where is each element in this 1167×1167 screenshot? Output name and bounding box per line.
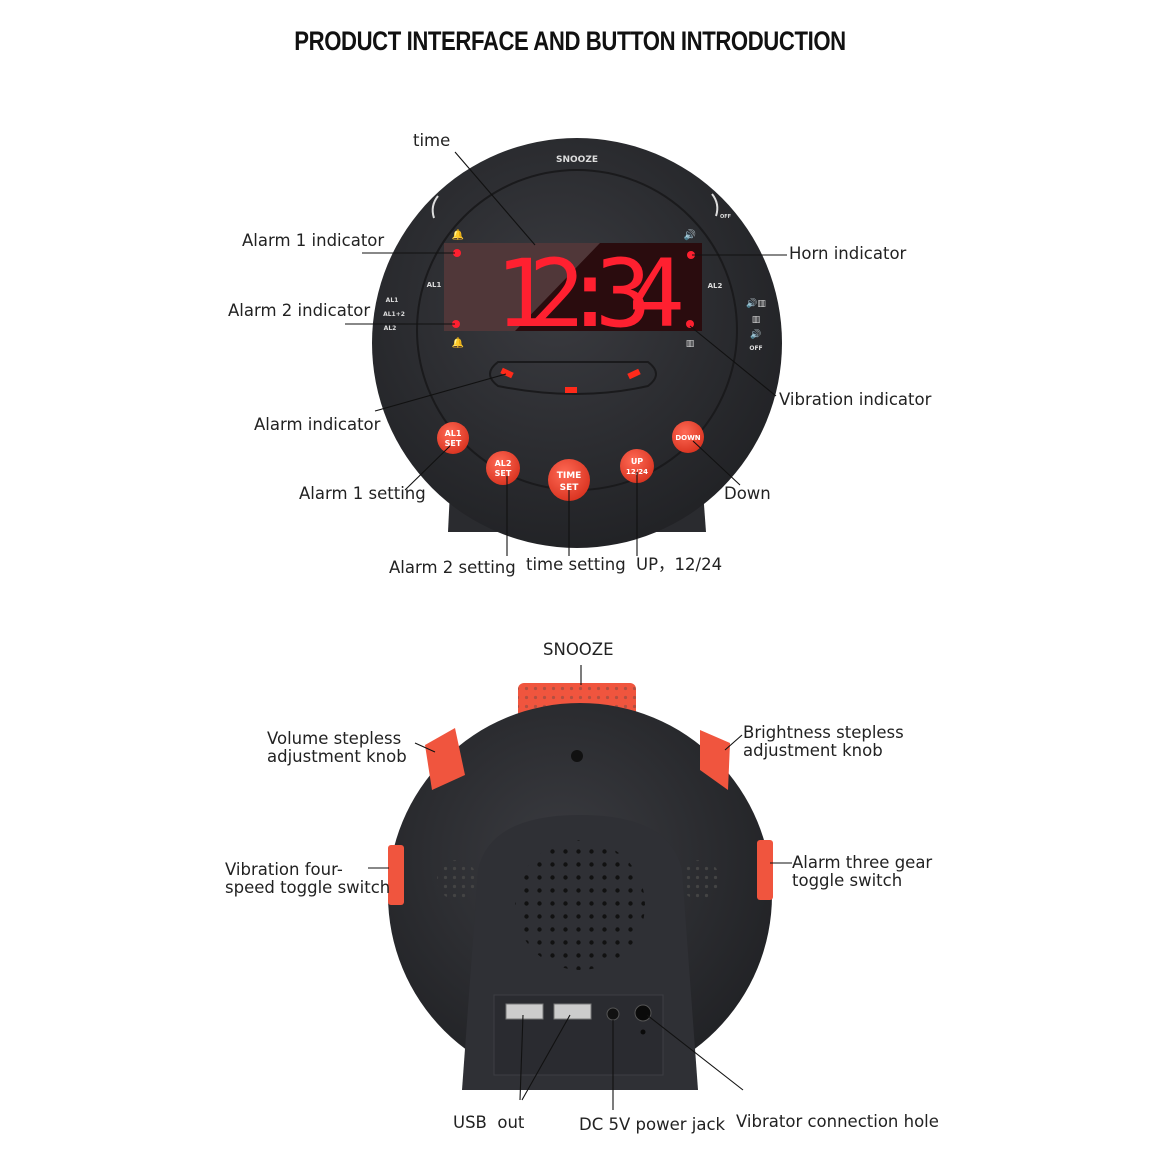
label-horn-indicator: Horn indicator	[789, 244, 907, 263]
alarm1-dot	[453, 249, 461, 257]
label-vibration-2: speed toggle switch	[225, 878, 391, 897]
label-alarm2-setting: Alarm 2 setting	[389, 558, 516, 577]
display-glare	[444, 243, 600, 331]
bell2-icon: 🔔	[452, 337, 464, 349]
svg-text:UP: UP	[631, 457, 643, 466]
label-brightness-1: Brightness stepless	[743, 723, 904, 742]
label-time-setting: time setting	[526, 555, 626, 574]
leader-lines	[345, 151, 792, 1110]
label-alarm-switch-1: Alarm three gear	[792, 853, 933, 872]
label-up-12-24: UP，12/24	[636, 555, 723, 574]
alarm-led-right	[627, 368, 641, 380]
dc-jack	[606, 1007, 620, 1021]
vibe-icon: ▥	[752, 315, 761, 325]
svg-text:AL1: AL1	[445, 429, 462, 438]
brightness-knob	[700, 730, 730, 790]
back-clock	[388, 683, 773, 1090]
svg-text:AL2: AL2	[495, 459, 512, 468]
svg-text:AL1: AL1	[427, 281, 442, 289]
label-volume-1: Volume stepless	[267, 729, 402, 748]
label-snooze: SNOOZE	[543, 640, 614, 659]
vibration-switch	[388, 845, 404, 905]
svg-text:AL1+2: AL1+2	[383, 311, 405, 318]
time-readout: 12:34	[495, 240, 685, 349]
usb-port-2	[553, 1003, 592, 1020]
label-alarm-switch-2: toggle switch	[792, 871, 903, 890]
label-alarm1-setting: Alarm 1 setting	[299, 484, 426, 503]
side-grille-right	[680, 860, 720, 900]
horn-icon: 🔊	[684, 228, 696, 241]
horn-only-icon: 🔊	[750, 328, 761, 340]
label-usb-out: USB out	[453, 1113, 525, 1132]
alarm-switch	[757, 840, 773, 900]
label-down: Down	[724, 484, 771, 503]
svg-text:TIME: TIME	[557, 471, 582, 481]
screw-hole	[571, 750, 583, 762]
led-display	[444, 243, 702, 331]
horn-vibe-icon: 🔊▥	[746, 297, 766, 309]
svg-text:SET: SET	[560, 483, 580, 493]
volume-knob	[425, 728, 465, 790]
svg-text:AL2: AL2	[708, 282, 723, 290]
speaker-grille	[515, 840, 645, 970]
vibration-icon: ▥	[686, 339, 695, 349]
label-alarm2-indicator: Alarm 2 indicator	[228, 301, 371, 320]
vibrator-port	[634, 1004, 652, 1022]
down-button[interactable]: DOWN	[672, 421, 704, 453]
label-alarm1-indicator: Alarm 1 indicator	[242, 231, 385, 250]
label-time: time	[413, 131, 451, 150]
svg-text:AL1: AL1	[386, 297, 399, 304]
dimmer-icon	[431, 195, 439, 219]
alarm-led-left	[500, 367, 514, 379]
svg-text:SET: SET	[495, 469, 512, 478]
al2-set-button[interactable]: AL2 SET	[486, 451, 520, 485]
alarm2-dot	[452, 320, 460, 328]
svg-text:OFF: OFF	[749, 345, 762, 352]
svg-text:DOWN: DOWN	[675, 434, 700, 442]
alarm-indicator-panel	[489, 361, 657, 395]
label-volume-2: adjustment knob	[267, 747, 407, 766]
bell1-icon: 🔔	[452, 229, 464, 241]
al1-set-button[interactable]: AL1 SET	[437, 422, 469, 454]
snooze-print: SNOOZE	[556, 155, 598, 165]
volume-knob-icon	[711, 193, 719, 217]
svg-text:OFF: OFF	[720, 214, 731, 220]
side-grille-left	[437, 860, 477, 900]
svg-text:AL2: AL2	[384, 325, 397, 332]
svg-text:SET: SET	[445, 439, 462, 448]
vibration-dot	[686, 320, 694, 328]
label-vibration-indicator: Vibration indicator	[779, 390, 932, 409]
time-set-button[interactable]: TIME SET	[548, 459, 590, 501]
page-title: PRODUCT INTERFACE AND BUTTON INTRODUCTIO…	[294, 26, 846, 56]
usb-port-1	[505, 1003, 544, 1020]
label-brightness-2: adjustment knob	[743, 741, 883, 760]
alarm-led-center	[565, 387, 577, 393]
label-dc-jack: DC 5V power jack	[579, 1115, 726, 1134]
horn-dot	[687, 251, 695, 259]
label-vibrator-hole: Vibrator connection hole	[736, 1112, 939, 1131]
label-alarm-indicator: Alarm indicator	[254, 415, 381, 434]
label-vibration-1: Vibration four-	[225, 860, 343, 879]
